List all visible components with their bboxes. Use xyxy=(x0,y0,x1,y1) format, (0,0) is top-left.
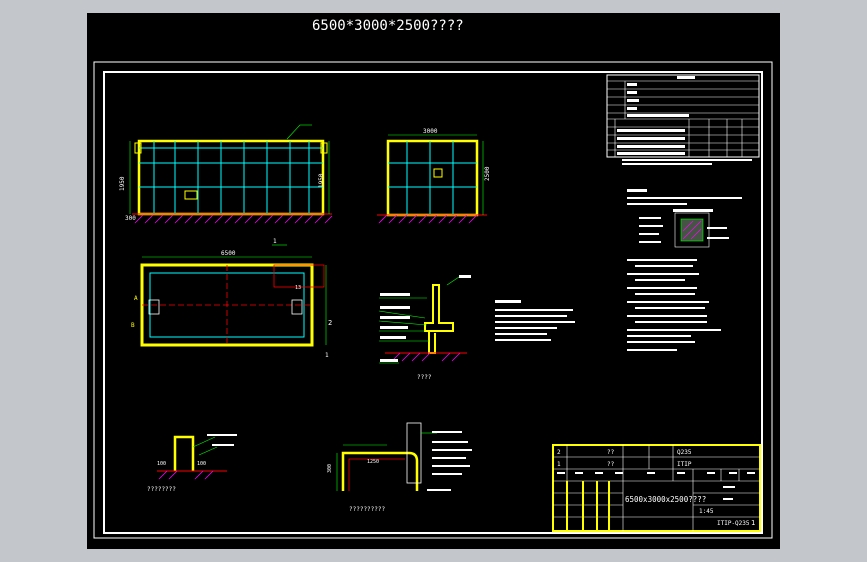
dim-plan-length: 6500 xyxy=(221,250,236,257)
dim-height-left: 1950 xyxy=(119,176,126,191)
detail-section-3: 1250 300 ?????????? xyxy=(327,422,472,513)
side-elevation: 3000 2500 xyxy=(377,128,491,224)
tb-sheet: 1 xyxy=(751,519,755,527)
dim-d1220: 1250 xyxy=(367,459,379,465)
detail-section-2: 100 100 ???????? xyxy=(147,434,237,493)
marker-a: A xyxy=(134,295,138,302)
tb-code: ITIP-Q235 xyxy=(717,520,750,527)
drawing-title: 6500*3000*2500???? xyxy=(312,18,464,34)
caption-detail-3: ?????????? xyxy=(349,506,386,513)
dim-d100-b: 100 xyxy=(197,461,206,467)
inner-border xyxy=(103,71,763,534)
tb-row1: ?? xyxy=(607,449,615,456)
parts-table xyxy=(606,74,760,158)
tb-material: Q235 xyxy=(677,449,692,456)
marker-1-bottom: 1 xyxy=(325,352,329,359)
outer-border xyxy=(93,61,773,539)
dim-side-width: 3000 xyxy=(423,128,438,135)
drawing-sheet: 1950 1950 300 xyxy=(93,61,773,539)
notes-block xyxy=(622,159,752,351)
tb-num1: 1 xyxy=(557,461,561,468)
dim-height-right: 1950 xyxy=(318,173,325,188)
marker-2: 2 xyxy=(328,319,332,327)
tb-row2: ?? xyxy=(607,461,615,468)
caption-detail-1: ???? xyxy=(417,374,432,381)
dim-d300: 300 xyxy=(327,464,333,473)
caption-detail-2: ???????? xyxy=(147,486,176,493)
marker-b: B xyxy=(131,322,135,329)
front-elevation: 1950 1950 300 xyxy=(119,124,333,224)
marker-1-top: 1 xyxy=(273,238,277,245)
dim-height-side: 2500 xyxy=(484,166,491,181)
title-block: 2 1 ?? ?? Q235 ITIP 6500x3000x2500???? 1… xyxy=(552,444,761,532)
paint-legend xyxy=(674,212,710,248)
tb-scale: 1:45 xyxy=(699,508,714,515)
tb-spec: ITIP xyxy=(677,461,692,468)
plan-view: 6500 1 1 2 B A 13 xyxy=(131,238,332,359)
tb-drawing-name: 6500x3000x2500???? xyxy=(625,495,706,504)
dim-base: 300 xyxy=(125,215,136,222)
tb-num2: 2 xyxy=(557,449,561,456)
dim-d100: 100 xyxy=(157,461,166,467)
cad-drawing-canvas[interactable]: 6500*3000*2500???? xyxy=(87,13,780,549)
detail-section-1: ???? xyxy=(378,275,575,381)
dim-d13: 13 xyxy=(295,285,301,291)
